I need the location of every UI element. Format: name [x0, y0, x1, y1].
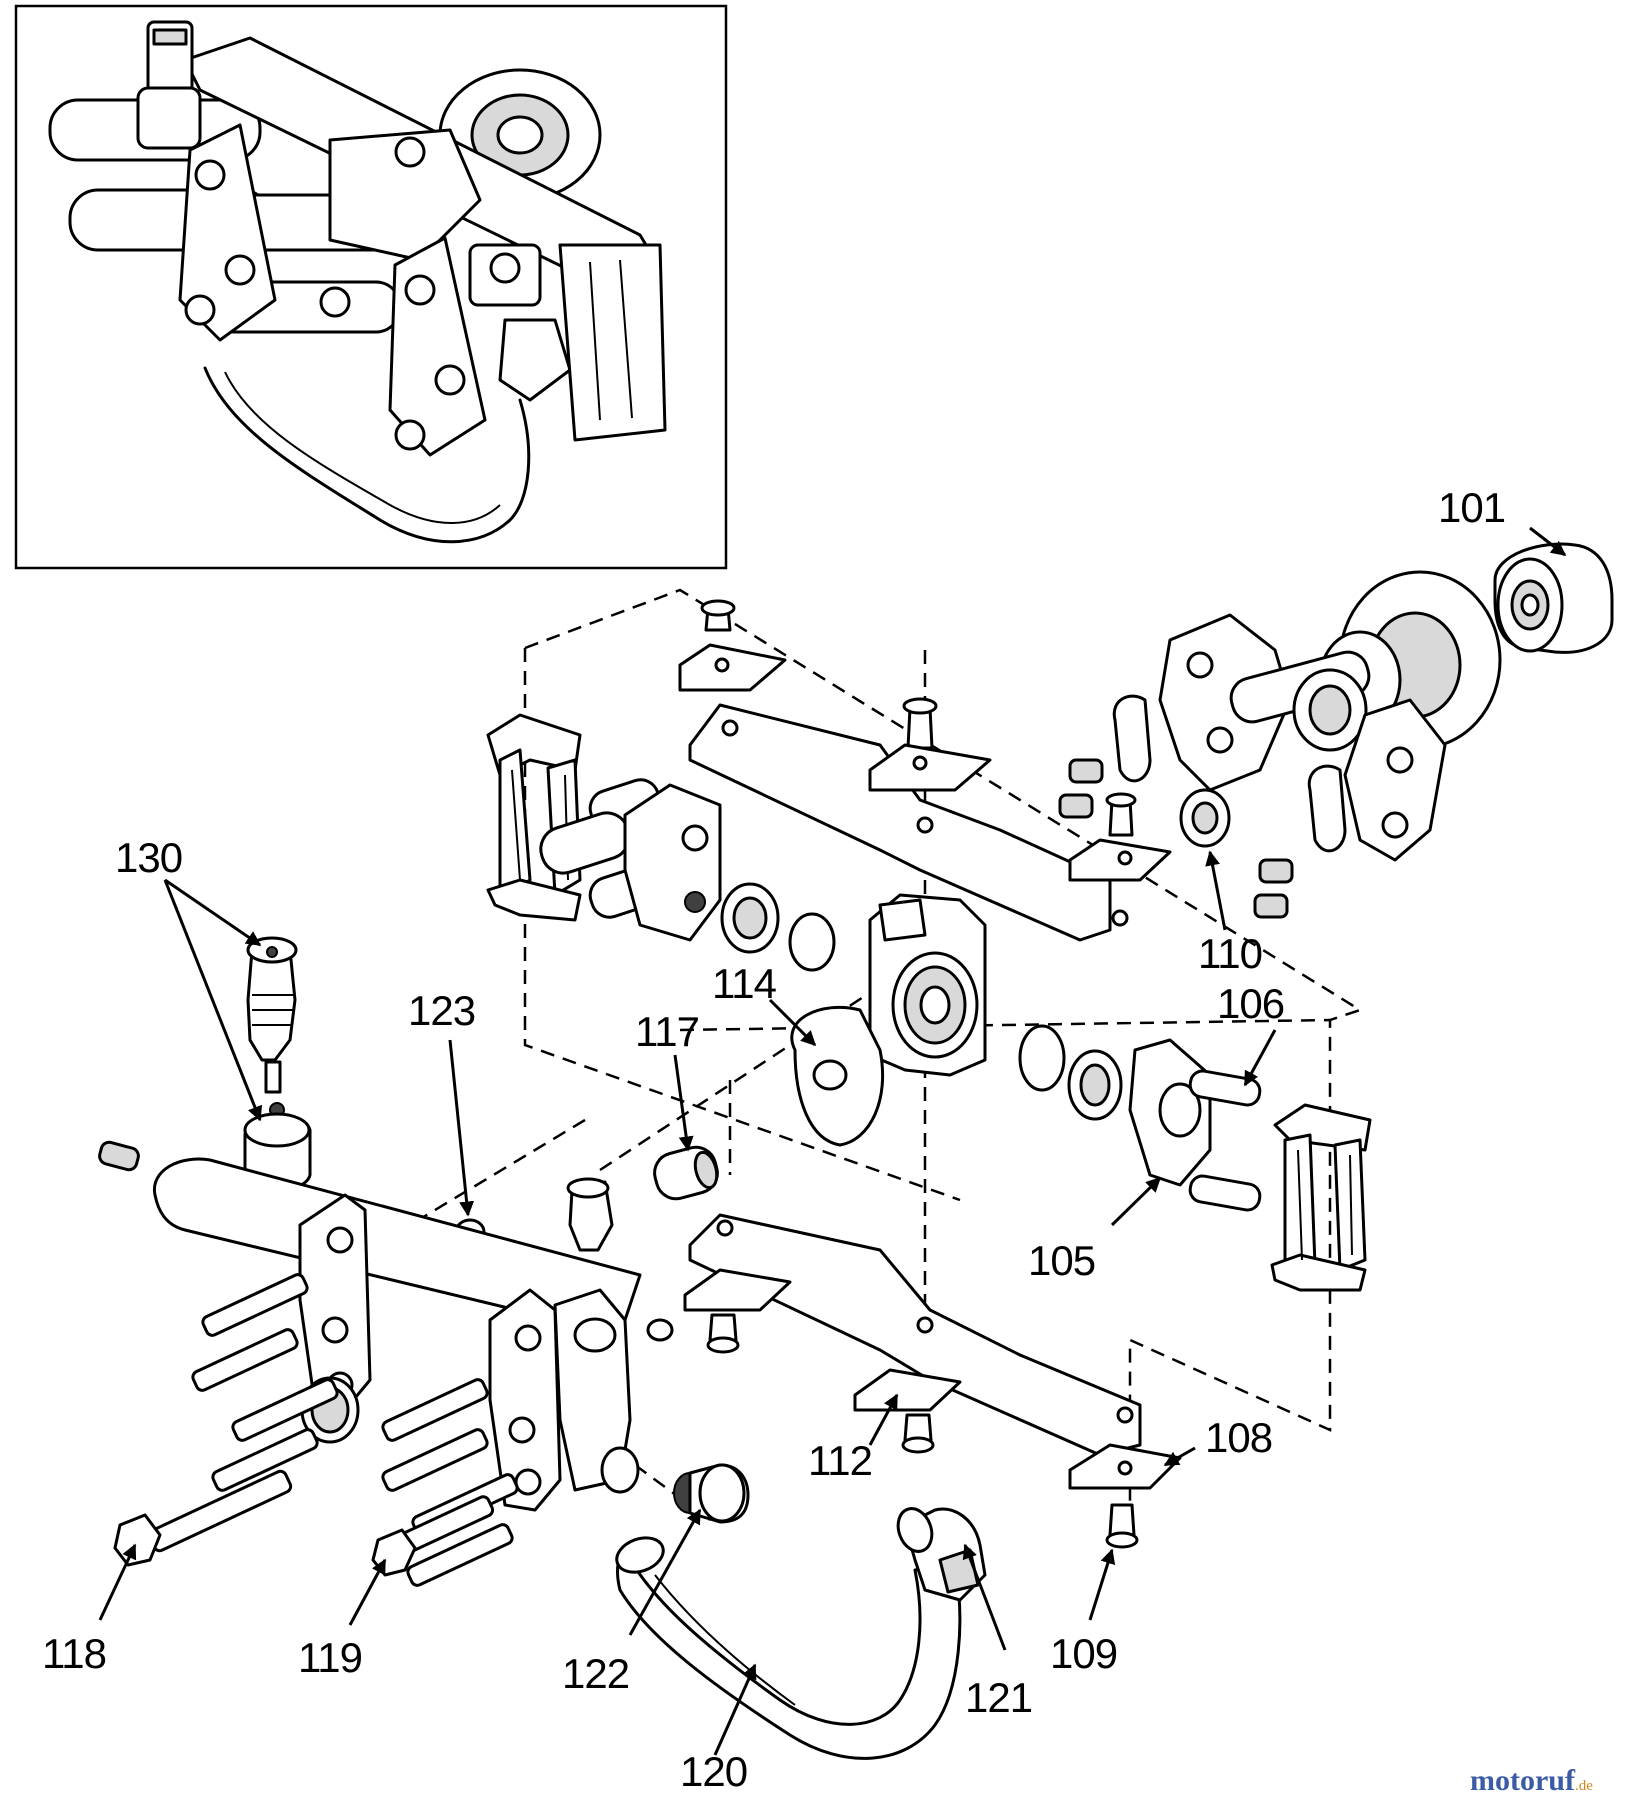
leader-123 — [448, 1039, 475, 1217]
leader-106 — [1243, 1029, 1277, 1087]
leader-105 — [1110, 1176, 1162, 1227]
callout-120: 120 — [680, 1748, 747, 1795]
leader-122 — [628, 1508, 702, 1636]
leader-109 — [1088, 1548, 1116, 1621]
callout-112: 112 — [808, 1437, 872, 1484]
watermark-text: motoruf.de — [1470, 1764, 1593, 1797]
leader-101 — [1529, 526, 1567, 557]
leader-120 — [713, 1663, 757, 1756]
leader-110 — [1205, 850, 1227, 931]
callout-117: 117 — [635, 1008, 699, 1055]
part-101-cap — [1493, 542, 1614, 654]
watermark: motoruf.de — [1470, 1764, 1593, 1797]
lower-strap — [683, 1213, 1182, 1549]
callout-121: 121 — [965, 1674, 1032, 1721]
callout-130: 130 — [115, 834, 182, 881]
lower-left-manifold — [98, 936, 642, 1587]
callout-labels: 101 110 106 105 108 109 112 114 117 123 … — [42, 484, 1506, 1795]
part-120-hose — [615, 1536, 962, 1760]
leader-119 — [348, 1558, 387, 1626]
callout-106: 106 — [1217, 980, 1284, 1027]
callout-110: 110 — [1198, 930, 1262, 977]
callout-101: 101 — [1438, 484, 1505, 531]
watermark-suffix: .de — [1575, 1778, 1593, 1794]
upper-right-assembly — [1058, 570, 1502, 919]
callout-119: 119 — [298, 1634, 362, 1681]
upper-strap — [678, 599, 1172, 942]
assembled-pump-inset — [14, 4, 728, 570]
callout-108: 108 — [1205, 1414, 1272, 1461]
leader-117 — [673, 1054, 694, 1152]
leader-108 — [1163, 1446, 1196, 1467]
callout-123: 123 — [408, 987, 475, 1034]
leader-130b — [163, 879, 263, 1122]
leader-112 — [868, 1393, 899, 1446]
callout-122: 122 — [562, 1650, 629, 1697]
callout-114: 114 — [712, 960, 777, 1007]
upper-left-head — [539, 778, 836, 972]
part-122-plug — [673, 1463, 750, 1524]
leader-121 — [962, 1543, 1007, 1651]
right-side-seals — [1018, 1024, 1262, 1212]
leader-114 — [768, 998, 817, 1047]
center-piston-body — [790, 893, 987, 1147]
leader-lines — [98, 526, 1567, 1756]
callout-109: 109 — [1050, 1630, 1117, 1677]
part-121-elbow — [896, 1507, 987, 1602]
callout-118: 118 — [42, 1630, 106, 1677]
right-end-bracket — [1270, 1103, 1372, 1292]
left-end-bracket — [486, 713, 582, 922]
leader-118 — [98, 1543, 137, 1621]
callout-105: 105 — [1028, 1237, 1095, 1284]
leader-130a — [164, 878, 262, 947]
watermark-main: motoruf — [1470, 1764, 1576, 1797]
